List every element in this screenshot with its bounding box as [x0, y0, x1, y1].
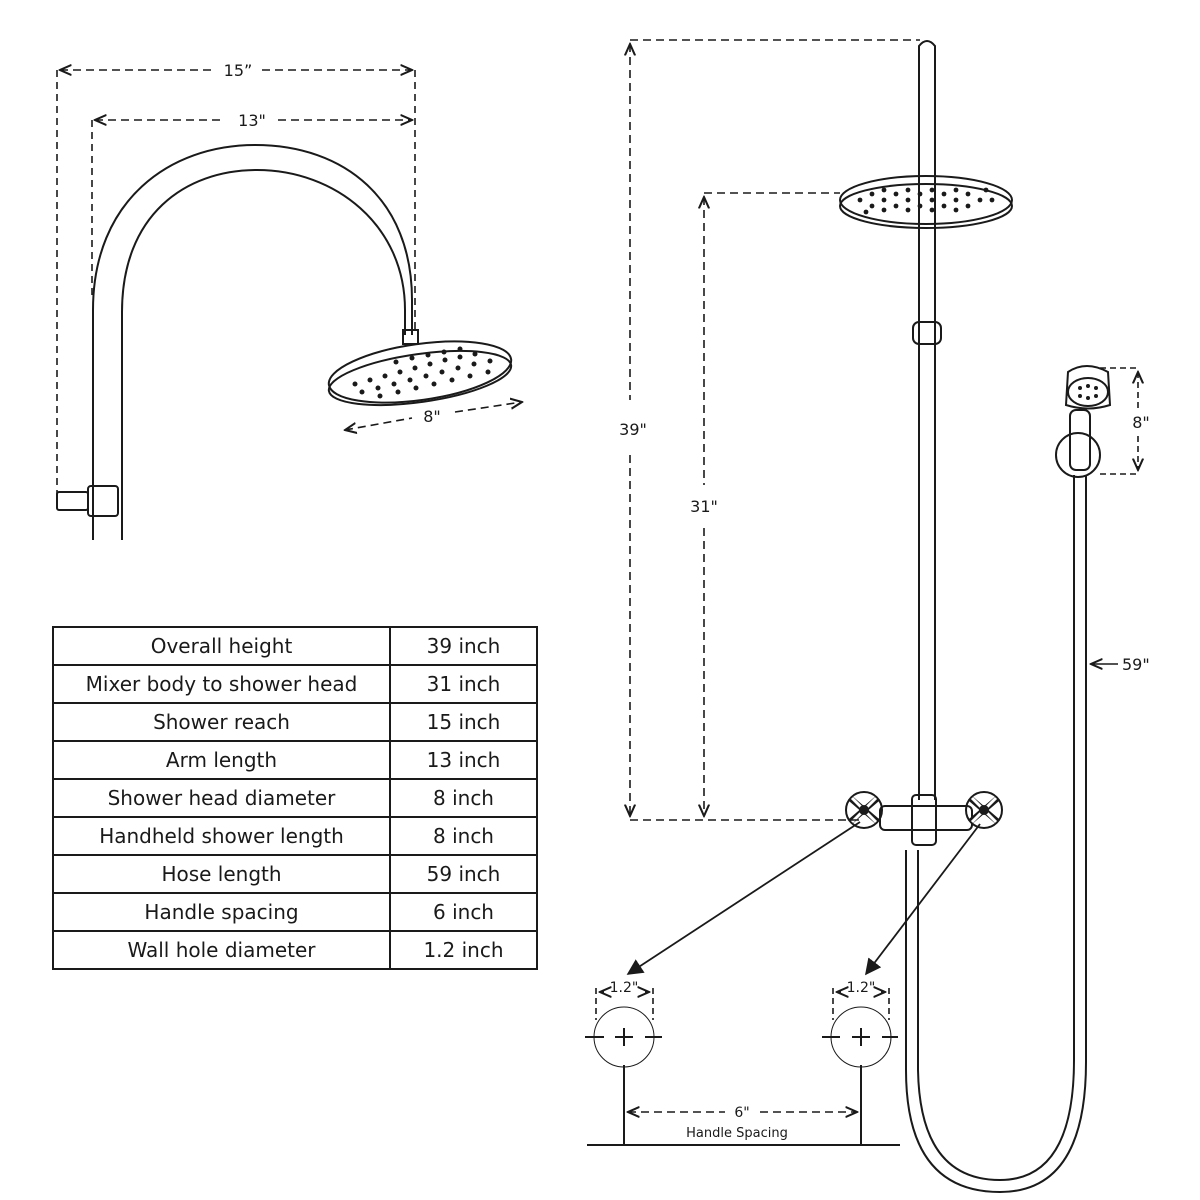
spec-value: 59 inch: [389, 854, 538, 894]
spec-name: Arm length: [52, 740, 391, 780]
arm-length-label: 13": [238, 111, 266, 130]
spec-value: 31 inch: [389, 664, 538, 704]
hose: [917, 475, 1075, 1182]
spec-value: 8 inch: [389, 816, 538, 856]
arm-shower-head: [327, 340, 513, 406]
spec-value: 13 inch: [389, 740, 538, 780]
riser-pipe: [918, 40, 936, 800]
spec-name: Handle spacing: [52, 892, 391, 932]
spec-name: Wall hole diameter: [52, 930, 391, 970]
spec-value: 15 inch: [389, 702, 538, 742]
overall-height-label: 39": [619, 420, 647, 439]
spec-value: 6 inch: [389, 892, 538, 932]
spec-value: 8 inch: [389, 778, 538, 818]
spec-name: Hose length: [52, 854, 391, 894]
reach-dimension: [56, 70, 416, 500]
spec-name: Overall height: [52, 626, 391, 666]
right-wall-hole: [822, 988, 898, 1145]
hose-length-label: 59": [1122, 655, 1150, 674]
mixer-to-head-dimension: [704, 192, 840, 816]
handle-spacing-dimension: [587, 1112, 900, 1146]
left-hole-label: 1.2": [610, 980, 639, 996]
arm-view: 15” 13": [56, 61, 522, 540]
reach-label: 15”: [224, 61, 253, 80]
handheld-shower: [1055, 365, 1112, 478]
spacing-label: 6": [734, 1105, 749, 1121]
spec-value: 1.2 inch: [389, 930, 538, 970]
slider-bracket: [912, 321, 942, 345]
overall-height-dimension: [630, 39, 920, 821]
gooseneck-arm: [92, 143, 413, 540]
mixer-to-head-label: 31": [690, 497, 718, 516]
right-hole-label: 1.2": [847, 980, 876, 996]
mixer-body: [845, 791, 1003, 846]
handheld-length-dimension: [1100, 367, 1140, 475]
spec-name: Mixer body to shower head: [52, 664, 391, 704]
left-wall-hole: [585, 988, 662, 1145]
head-diameter-label: 8": [423, 407, 441, 426]
spacing-caption: Handle Spacing: [686, 1126, 788, 1141]
spec-name: Shower reach: [52, 702, 391, 742]
assembly-view: 39" 31" 8" 59": [585, 39, 1150, 1194]
rain-shower-head: [839, 175, 1013, 229]
spec-name: Shower head diameter: [52, 778, 391, 818]
handheld-length-label: 8": [1132, 413, 1150, 432]
spec-name: Handheld shower length: [52, 816, 391, 856]
spec-value: 39 inch: [389, 626, 538, 666]
